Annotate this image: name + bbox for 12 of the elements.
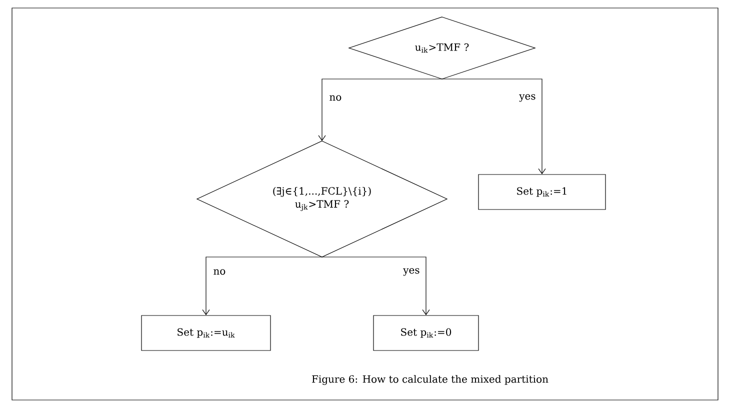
process-box: Set p$_{ik}$:=0	[373, 315, 479, 351]
edge-label: yes	[403, 268, 420, 276]
edge-label: no	[330, 95, 342, 101]
arrow	[202, 256, 322, 316]
arrow	[318, 78, 442, 141]
process-box: Set p$_{ik}$:=u$_{ik}$	[141, 315, 271, 351]
arrow	[322, 256, 430, 316]
arrow	[442, 78, 546, 174]
edge-label: no	[214, 269, 226, 275]
caption: Figure 6: How to calculate the mixed partition	[312, 375, 548, 385]
process-box: Set p$_{ik}$:=1	[478, 174, 606, 210]
edge-label: yes	[519, 94, 536, 102]
